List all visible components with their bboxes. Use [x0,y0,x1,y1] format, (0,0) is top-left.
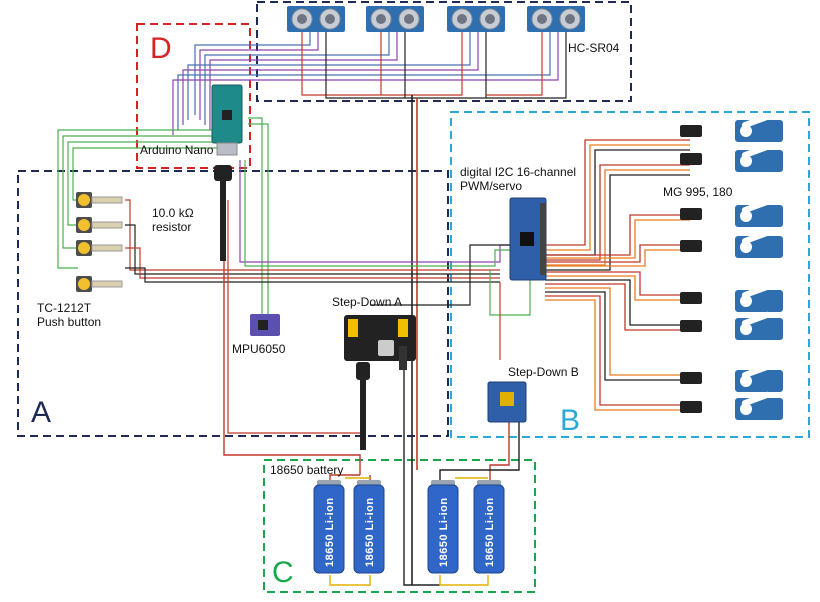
servo-5 [680,283,783,312]
servo-8 [680,391,783,420]
power-wires [223,260,520,586]
ultrasonic-sensor-2 [366,6,424,32]
battery-4: 18650 Li-ion [473,480,505,574]
ultrasonic-sensor-4 [527,6,585,32]
zone-letter-d: D [150,32,172,65]
zone-letter-a: A [31,396,51,429]
resistor-value-label: 10.0 kΩ [152,206,194,220]
battery-3-text: 18650 Li-ion [438,497,450,567]
step-down-b-label: Step-Down B [508,365,579,379]
mpu6050-label: MPU6050 [232,342,286,356]
zone-d [136,23,251,169]
servo-6 [680,311,783,340]
sensor-wires [172,32,567,585]
battery-4-text: 18650 Li-ion [484,497,496,567]
battery-2: 18650 Li-ion [353,480,385,574]
servo-2 [680,143,783,172]
battery-2-text: 18650 Li-ion [364,497,376,567]
step-down-b [487,381,527,423]
battery-title: 18650 battery [270,463,343,477]
bus-wires [125,160,531,434]
push-button-4 [76,276,123,292]
push-button-label: Push button [37,315,101,329]
servo-4 [680,229,783,258]
resistor-label: resistor [152,220,191,234]
battery-1-text: 18650 Li-ion [324,497,336,567]
step-down-a-label: Step-Down A [332,295,402,309]
servo-model-label: MG 995, 180 [663,185,733,199]
zone-top-sensors [256,1,632,102]
hc-sr04-label: HC-SR04 [568,41,620,55]
mpu6050 [250,314,280,336]
ultrasonic-sensor-1 [287,6,345,32]
servo-3 [680,198,783,227]
ultrasonic-sensor-3 [447,6,505,32]
arduino-nano-label: Arduino Nano [140,143,214,157]
button-wires [57,117,269,318]
zone-c [263,459,536,593]
zone-a [17,170,449,437]
servo-wires [545,139,690,411]
push-button-1 [76,192,123,208]
arduino-nano [211,84,243,261]
pwm-servo-driver [509,197,547,281]
servo-1 [680,113,783,142]
battery-3: 18650 Li-ion [427,480,459,574]
zone-letter-c: C [272,556,294,589]
zone-letter-b: B [560,404,580,437]
pwm-label-line2: PWM/servo [460,179,522,193]
push-button-3 [76,240,123,256]
pwm-label-line1: digital I2C 16-channel [460,165,576,179]
step-down-a [344,315,416,450]
push-button-model-label: TC-1212T [37,301,92,315]
servo-7 [680,363,783,392]
battery-1: 18650 Li-ion [313,480,345,574]
push-button-2 [76,217,123,233]
servo-group [680,113,783,420]
